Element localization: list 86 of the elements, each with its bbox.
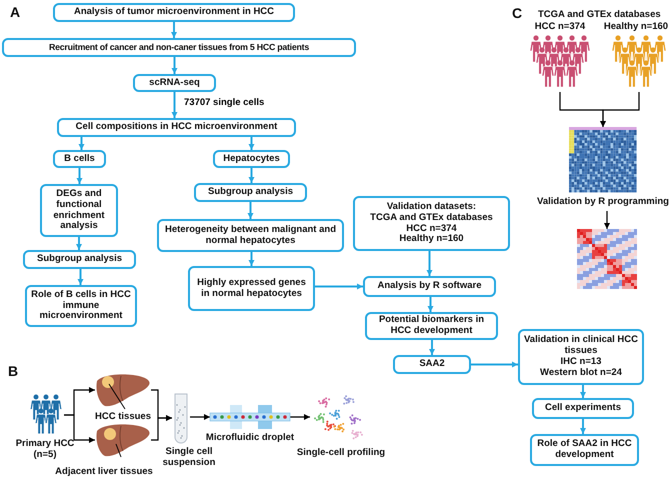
box-label: Heterogeneity between malignant and normal hepatocytes [164,224,338,246]
caption-text: Adjacent liver tissues [54,467,154,478]
box-label: Recruitment of cancer and non-caner tissues from 5 HCC patients [49,42,309,53]
caption-text: Healthy n=160 [603,22,669,33]
box-label: Role of B cells in HCC immune microenvironment [30,290,132,322]
box-label: Validation in clinical HCC tissues [522,335,640,357]
panel-label: A [10,4,20,20]
box-label: B cells [64,154,95,164]
arrow [580,385,586,398]
arrow [471,362,518,368]
box-label: Potential biomarkers in HCC development [378,315,486,337]
arrow [429,340,435,355]
arrow [76,237,82,250]
caption-text: Single cell suspension [162,447,216,469]
process-box [518,329,644,385]
process-box [532,398,634,419]
arrow [248,202,254,219]
process-box [213,150,290,168]
liver-drawing [95,423,151,457]
arrow [315,284,363,290]
box-label: Western blot n=24 [540,368,622,379]
process-box [57,118,296,137]
caption-text: HCC n=374 [534,22,586,33]
microfluidic-chip-drawing [210,405,290,429]
arrow [171,22,177,38]
panel-label: B [8,363,18,379]
liver-drawing [95,373,151,410]
heading-text: TCGA and GTEx databases [538,9,661,20]
arrow [426,251,432,276]
arrow [151,415,172,441]
process-box [53,150,106,168]
box-label: Validation datasets: [386,202,476,213]
box-label: Analysis of tumor microenvironment in HCC [74,7,274,18]
arrow [604,211,610,229]
caption-text: HCC tissues [94,412,152,423]
arrow [78,137,84,150]
arrow [428,297,434,312]
arrow [248,168,254,183]
box-label: DEGs and functional enrichment analysis [52,188,106,232]
process-box [393,355,471,374]
process-box [363,276,496,297]
process-box [530,434,639,466]
arrow [290,414,310,420]
correlation-matrix-drawing [577,229,637,289]
process-box [40,184,118,237]
box-label: Role of SAA2 in HCC development [536,439,633,461]
box-label: IHC n=13 [560,357,602,368]
box-label: TCGA and GTEx databases [370,212,493,224]
arrow [580,419,586,434]
process-box [157,219,344,252]
box-label: Highly expressed genes in normal hepatocytes [196,278,307,300]
caption-text: Microfluidic droplet [204,433,296,444]
arrow [600,92,640,127]
process-box [365,312,498,340]
arrow [64,414,95,443]
process-box [133,74,216,92]
process-box [188,266,315,311]
caption-text: Primary HCC (n=5) [14,439,76,461]
box-label: Subgroup analysis [37,254,122,265]
box-label: Hepatocytes [223,154,280,164]
caption-text: Validation by R programming [537,197,669,208]
box-label: Cell experiments [544,403,622,414]
arrow [248,252,254,266]
box-label: scRNA-seq [149,78,200,88]
box-label: SAA2 [419,359,445,370]
panel-label: C [512,5,522,21]
box-label: Analysis by R software [377,281,482,292]
box-label: Cell compositions in HCC microenvironment [76,122,278,133]
arrow [172,57,178,74]
process-box [353,196,510,251]
process-box [23,250,136,269]
box-label: HCC n=374 [406,224,457,234]
edge-label: 73707 single cells [183,97,266,108]
process-box [2,38,356,57]
caption-text: Single-cell profiling [296,448,386,459]
arrow [76,168,82,184]
arrow [78,269,84,285]
box-label: Healthy n=160 [399,234,464,246]
people-drawing [28,394,64,436]
box-label: Subgroup analysis [208,187,293,198]
test-tube-drawing [172,393,190,445]
arrow [248,137,254,150]
arrow [172,92,178,118]
arrow [190,414,210,420]
process-box [194,183,307,202]
process-box [53,3,295,22]
